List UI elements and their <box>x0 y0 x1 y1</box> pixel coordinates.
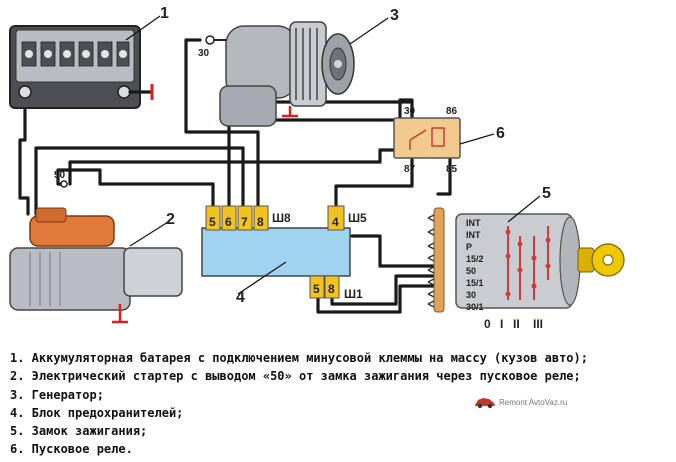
callout-4: 4 <box>236 289 245 306</box>
lock-terminal-int-1: INT <box>466 218 481 228</box>
plug-w8-pin-4: 8 <box>257 215 264 229</box>
battery-negative-terminal-icon <box>117 85 131 99</box>
lock-terminal-15-2: 15/2 <box>466 254 484 264</box>
plug-w5-name: Ш5 <box>348 211 367 225</box>
plug-w8-pin-1: 5 <box>209 215 216 229</box>
lock-position-i: I <box>500 317 503 331</box>
generator-terminal-30-icon <box>205 35 215 45</box>
watermark-text: Remont AvtoVaz.ru <box>499 397 568 407</box>
plug-w8-name: Ш8 <box>272 211 291 225</box>
plug-w1-pin-2: 8 <box>328 282 335 296</box>
plug-w5-pin: 4 <box>332 215 339 229</box>
legend-list: 1. Аккумуляторная батарея с подключением… <box>10 349 588 459</box>
callout-2: 2 <box>166 211 175 228</box>
relay-pin-30: 30 <box>404 106 416 117</box>
starter-terminal-50-icon <box>60 180 68 188</box>
lock-terminal-30: 30 <box>466 290 476 300</box>
legend-item-1: 1. Аккумуляторная батарея с подключением… <box>10 351 588 365</box>
lock-terminal-15-1: 15/1 <box>466 278 484 288</box>
ignition-key-icon <box>577 243 625 277</box>
plug-w8-pin-2: 6 <box>225 215 232 229</box>
plug-w8-pin-3: 7 <box>241 215 248 229</box>
lock-terminal-int-2: INT <box>466 230 481 240</box>
lock-position-0: 0 <box>484 317 491 331</box>
lock-terminal-50: 50 <box>466 266 476 276</box>
relay-pin-86: 86 <box>446 106 458 117</box>
legend-item-5: 5. Замок зажигания; <box>10 424 148 439</box>
wiring-diagram: 30 50 30 86 87 85 <box>9 5 625 331</box>
lock-terminal-30-1: 30/1 <box>466 302 484 312</box>
legend-item-3: 3. Генератор; <box>10 387 104 402</box>
start-relay <box>393 117 461 159</box>
callout-5: 5 <box>542 185 551 202</box>
starter <box>9 180 183 311</box>
relay-pin-87: 87 <box>404 164 416 175</box>
plug-w1-pin-1: 5 <box>313 282 320 296</box>
car-logo-icon <box>475 398 495 409</box>
ground-symbol-starter <box>112 304 128 324</box>
battery <box>9 25 154 109</box>
relay-pin-85: 85 <box>446 164 458 175</box>
ground-symbol-generator <box>282 106 298 118</box>
battery-positive-terminal-icon <box>18 85 32 99</box>
callout-6: 6 <box>496 125 505 142</box>
lock-terminal-p: P <box>466 242 472 252</box>
callout-leaders <box>125 15 541 295</box>
ignition-lock <box>427 207 581 313</box>
starter-solenoid <box>29 215 115 247</box>
callout-3: 3 <box>390 7 399 24</box>
lock-position-iii: III <box>533 317 543 331</box>
generator-terminal-30-label: 30 <box>198 48 210 59</box>
generator <box>205 21 355 127</box>
plug-w1-name: Ш1 <box>344 287 363 301</box>
watermark: Remont AvtoVaz.ru <box>474 393 567 411</box>
lock-position-ii: II <box>513 317 520 331</box>
legend-item-2: 2. Электрический стартер с выводом «50» … <box>10 369 581 384</box>
plug-w1 <box>309 275 340 299</box>
legend-item-6: 6. Пусковое реле. <box>10 442 133 457</box>
legend-item-4: 4. Блок предохранителей; <box>10 405 184 420</box>
callout-1: 1 <box>160 5 169 22</box>
plug-w5 <box>327 205 345 231</box>
relay-body <box>393 117 461 159</box>
plug-w8 <box>205 205 269 231</box>
starter-terminal-50-label: 50 <box>54 170 66 181</box>
